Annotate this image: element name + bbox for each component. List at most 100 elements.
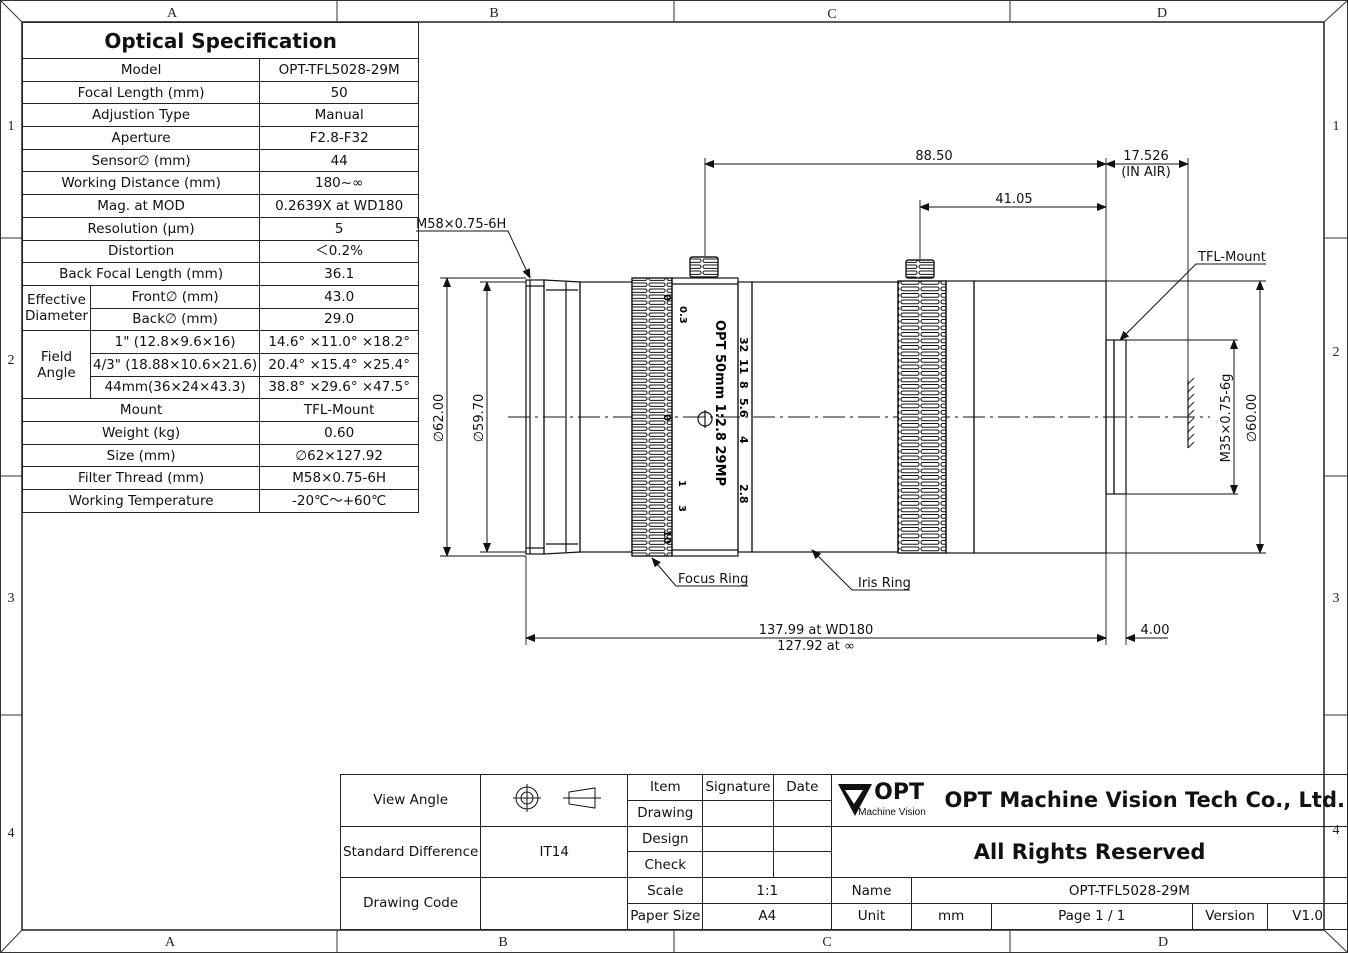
drawing-row-label: Drawing: [627, 799, 704, 827]
opt-logo: OPT Machine Vision: [836, 780, 940, 820]
dim-flange-note: (IN AIR): [1121, 165, 1171, 180]
svg-text:10: 10: [661, 530, 672, 544]
focus-scale: 0 0.3 0 1 3 10: [661, 294, 688, 544]
spec-row: Focal Length (mm)50: [21, 80, 420, 105]
drawing-date-cell: [772, 799, 833, 827]
logo-sub: Machine Vision: [858, 807, 926, 819]
spec-row: Weight (kg)0.60: [21, 421, 420, 445]
spec-row: Resolution (μm)5: [21, 216, 420, 241]
row-marker-left: 3: [8, 591, 15, 606]
row-marker-left: 4: [8, 826, 15, 841]
check-row-label: Check: [627, 851, 704, 879]
scale-label: Scale: [627, 877, 704, 904]
svg-text:11: 11: [737, 359, 750, 374]
svg-text:8: 8: [737, 381, 750, 389]
svg-text:1: 1: [676, 480, 687, 487]
col-marker-bottom: B: [498, 935, 507, 950]
col-marker-top: C: [827, 7, 836, 22]
dim-mount-4: 4.00: [1141, 623, 1170, 638]
front-thread-label: M58×0.75-6H: [416, 217, 506, 232]
item-header: Item: [627, 774, 704, 801]
spec-row: Working Distance (mm)180~∞: [21, 171, 420, 196]
spec-row: Back∅ (mm)29.0: [23, 307, 420, 332]
svg-text:0.3: 0.3: [677, 306, 688, 324]
design-row-label: Design: [627, 825, 704, 853]
col-marker-top: B: [489, 6, 498, 21]
lens-drawing: [416, 158, 1266, 645]
svg-text:32: 32: [737, 337, 750, 352]
spec-row: Distortion＜0.2%: [21, 239, 420, 264]
std-diff-label: Standard Difference: [339, 825, 482, 879]
check-signature-cell: [702, 851, 774, 879]
design-signature-cell: [702, 825, 774, 853]
spec-row: Working Temperature-20℃～+60℃: [21, 489, 420, 513]
check-date-cell: [772, 851, 833, 879]
spec-row: Back Focal Length (mm)36.1: [21, 262, 420, 286]
row-marker-left: 1: [8, 119, 15, 134]
std-diff-value: IT14: [480, 825, 629, 879]
dim-flange-distance: 17.526: [1123, 149, 1169, 164]
drawing-code-value: [480, 877, 629, 930]
scale-value: 1:1: [702, 877, 833, 904]
spec-title: Optical Specification: [21, 22, 420, 59]
unit-value: mm: [910, 902, 992, 930]
svg-text:0: 0: [661, 414, 672, 421]
svg-text:3: 3: [676, 505, 687, 512]
focus-ring-label: Focus Ring: [678, 572, 748, 587]
dim-overall-88: 88.50: [915, 149, 952, 164]
spec-row: Size (mm)∅62×127.92: [21, 443, 420, 468]
version-value: V1.0: [1267, 902, 1348, 930]
spec-row: 4/3" (18.88×10.6×21.6)20.4° ×15.4° ×25.4…: [23, 352, 420, 377]
spec-row: Sensor∅ (mm)44: [21, 148, 420, 173]
spec-row: Filter Thread (mm)M58×0.75-6H: [21, 466, 420, 491]
rear-thread-label: M35×0.75-6g: [1219, 374, 1234, 463]
field-angle-group: Field Angle: [21, 330, 92, 400]
rights-reserved: All Rights Reserved: [831, 825, 1348, 879]
mount-label: TFL-Mount: [1197, 250, 1266, 265]
company-name: OPT Machine Vision Tech Co., Ltd.: [944, 788, 1345, 813]
col-marker-bottom: D: [1158, 935, 1168, 950]
name-label: Name: [831, 877, 912, 904]
col-marker-top: A: [167, 6, 178, 21]
logo-main: OPT: [874, 780, 924, 806]
svg-text:5.6: 5.6: [737, 398, 750, 418]
row-marker-right: 2: [1333, 345, 1340, 360]
effective-diameter-group: Effective Diameter: [21, 284, 92, 332]
projection-cone-icon: [568, 787, 596, 809]
length-at-infinity: 127.92 at ∞: [777, 639, 855, 654]
paper-size-label: Paper Size: [627, 902, 704, 930]
name-value: OPT-TFL5028-29M: [910, 877, 1348, 904]
length-at-wd: 137.99 at WD180: [759, 623, 874, 638]
iris-scale: 32 11 8 5.6 4 2.8: [737, 337, 750, 504]
col-marker-bottom: A: [165, 935, 176, 950]
svg-text:2.8: 2.8: [737, 484, 750, 504]
design-date-cell: [772, 825, 833, 853]
signature-header: Signature: [702, 774, 774, 801]
company-block: OPT Machine Vision OPT Machine Vision Te…: [831, 774, 1348, 827]
svg-text:4: 4: [737, 436, 750, 444]
col-marker-bottom: C: [822, 935, 831, 950]
col-marker-top: D: [1157, 6, 1167, 21]
title-block: View Angle Item Signature Date OPT Machi…: [339, 774, 1348, 930]
iris-ring-label: Iris Ring: [858, 576, 911, 591]
row-marker-right: 1: [1333, 119, 1340, 134]
date-header: Date: [772, 774, 833, 801]
diameter-60: ∅60.00: [1245, 394, 1260, 443]
drawing-code-label: Drawing Code: [339, 877, 482, 930]
view-angle-label: View Angle: [339, 774, 482, 827]
svg-text:0: 0: [661, 294, 672, 301]
version-label: Version: [1191, 902, 1269, 930]
dim-iris-41: 41.05: [995, 192, 1032, 207]
lens-barrel-text: OPT 50mm 1:2.8 29MP: [712, 320, 727, 486]
row-marker-right: 3: [1333, 591, 1340, 606]
diameter-59-70: ∅59.70: [472, 394, 487, 443]
page-number: Page 1 / 1: [990, 902, 1193, 930]
